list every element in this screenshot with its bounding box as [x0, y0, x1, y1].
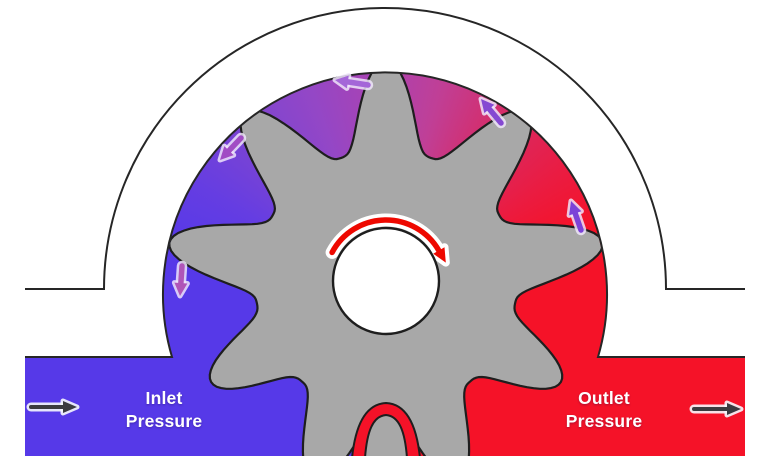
inlet-pressure-line2: Pressure	[125, 411, 203, 431]
outlet-pressure-line2: Pressure	[565, 411, 643, 431]
inlet-pressure-line1: Inlet	[145, 388, 183, 408]
pump-chamber-fluid	[163, 72, 607, 468]
outlet-pressure-label: Outlet Pressure	[566, 387, 643, 433]
inlet-pressure-label: Inlet Pressure	[126, 387, 203, 433]
outlet-pressure-line1: Outlet	[578, 388, 630, 408]
